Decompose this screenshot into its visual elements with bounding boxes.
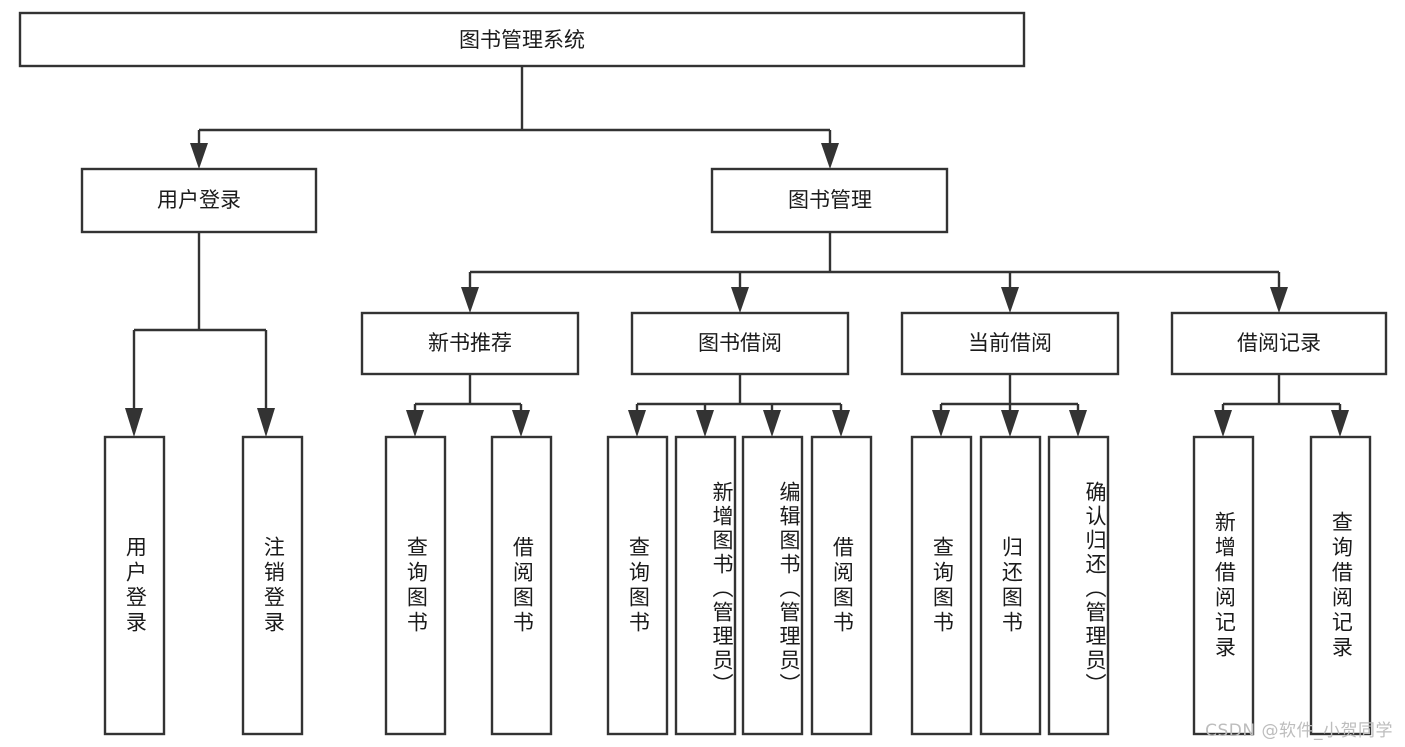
- node-leaf-confirm-return-box[interactable]: [1047, 435, 1110, 736]
- node-borrow-record-label: 借阅记录: [1237, 331, 1321, 355]
- arrow-leaf-query-book-3: [932, 410, 950, 437]
- node-leaf-user-logout-box[interactable]: [241, 435, 304, 736]
- node-new-book-recommend-label: 新书推荐: [428, 331, 512, 355]
- node-leaf-borrow-book-1[interactable]: 借阅图书: [490, 435, 553, 736]
- node-leaf-query-book-3[interactable]: 查询图书: [910, 435, 973, 736]
- node-leaf-user-login[interactable]: 用户登录: [103, 435, 166, 736]
- node-leaf-borrow-book-1-box[interactable]: [490, 435, 553, 736]
- arrow-leaf-user-logout: [257, 408, 275, 437]
- node-leaf-user-login-box[interactable]: [103, 435, 166, 736]
- node-current-borrow-label: 当前借阅: [968, 331, 1052, 355]
- node-leaf-query-book-1[interactable]: 查询图书: [384, 435, 447, 736]
- node-leaf-edit-book-label: 编辑图书（管理员）: [777, 480, 801, 697]
- node-leaf-query-book-3-label: 查询图书: [930, 535, 955, 636]
- node-leaf-add-book[interactable]: 新增图书（管理员）: [674, 435, 737, 736]
- node-leaf-return-book-label: 归还图书: [999, 535, 1024, 636]
- arrow-book-borrow: [731, 287, 749, 313]
- node-leaf-borrow-book-1-label: 借阅图书: [510, 535, 535, 636]
- node-borrow-record[interactable]: 借阅记录: [1170, 311, 1388, 376]
- arrow-borrow-record: [1270, 287, 1288, 313]
- node-book-management-label: 图书管理: [788, 188, 872, 212]
- arrow-leaf-query-book-2: [628, 410, 646, 437]
- node-root-label: 图书管理系统: [459, 28, 585, 52]
- node-leaf-query-book-2[interactable]: 查询图书: [606, 435, 669, 736]
- arrow-user-login: [190, 143, 208, 169]
- node-book-borrow-label: 图书借阅: [698, 331, 782, 355]
- node-leaf-add-book-box[interactable]: [674, 435, 737, 736]
- node-book-management-box[interactable]: [710, 167, 949, 234]
- node-root-box[interactable]: [18, 11, 1026, 68]
- node-book-management[interactable]: 图书管理: [710, 167, 949, 234]
- node-book-borrow[interactable]: 图书借阅: [630, 311, 850, 376]
- arrow-leaf-edit-book: [763, 410, 781, 437]
- node-leaf-query-borrow-record-label: 查询借阅记录: [1329, 510, 1354, 661]
- node-user-login-box[interactable]: [80, 167, 318, 234]
- arrow-leaf-query-book-1: [406, 410, 424, 437]
- node-leaf-query-book-1-box[interactable]: [384, 435, 447, 736]
- arrow-leaf-user-login: [125, 408, 143, 437]
- node-leaf-add-borrow-record-label: 新增借阅记录: [1212, 510, 1237, 661]
- node-book-borrow-box[interactable]: [630, 311, 850, 376]
- arrow-current-borrow: [1001, 287, 1019, 313]
- node-leaf-add-book-label: 新增图书（管理员）: [710, 480, 734, 697]
- node-leaf-return-book[interactable]: 归还图书: [979, 435, 1042, 736]
- node-user-login-label: 用户登录: [157, 188, 241, 212]
- node-leaf-query-book-1-label: 查询图书: [404, 535, 429, 636]
- node-leaf-borrow-book-2-label: 借阅图书: [830, 535, 855, 636]
- node-leaf-edit-book[interactable]: 编辑图书（管理员）: [741, 435, 804, 736]
- node-new-book-recommend-box[interactable]: [360, 311, 580, 376]
- node-leaf-user-logout-label: 注销登录: [261, 535, 286, 636]
- arrow-leaf-confirm-return: [1069, 410, 1087, 437]
- node-leaf-user-logout[interactable]: 注销登录: [241, 435, 304, 736]
- node-leaf-query-borrow-record-box[interactable]: [1309, 435, 1372, 736]
- node-leaf-add-borrow-record[interactable]: 新增借阅记录: [1192, 435, 1255, 736]
- arrow-leaf-borrow-book-2: [832, 410, 850, 437]
- node-leaf-query-borrow-record[interactable]: 查询借阅记录: [1309, 435, 1372, 736]
- node-leaf-add-borrow-record-box[interactable]: [1192, 435, 1255, 736]
- arrow-leaf-add-book: [696, 410, 714, 437]
- node-borrow-record-box[interactable]: [1170, 311, 1388, 376]
- node-current-borrow-box[interactable]: [900, 311, 1120, 376]
- node-leaf-return-book-box[interactable]: [979, 435, 1042, 736]
- arrow-book-management: [821, 143, 839, 169]
- node-current-borrow[interactable]: 当前借阅: [900, 311, 1120, 376]
- edge-layer: [125, 66, 1349, 437]
- arrow-leaf-borrow-book-1: [512, 410, 530, 437]
- node-root[interactable]: 图书管理系统: [18, 11, 1026, 68]
- node-leaf-edit-book-box[interactable]: [741, 435, 804, 736]
- node-leaf-query-book-2-label: 查询图书: [626, 535, 651, 636]
- node-user-login[interactable]: 用户登录: [80, 167, 318, 234]
- node-leaf-borrow-book-2[interactable]: 借阅图书: [810, 435, 873, 736]
- node-leaf-confirm-return-label: 确认归还（管理员）: [1083, 480, 1107, 697]
- arrow-leaf-add-borrow-record: [1214, 410, 1232, 437]
- node-leaf-borrow-book-2-box[interactable]: [810, 435, 873, 736]
- arrow-new-book-recommend: [461, 287, 479, 313]
- node-leaf-user-login-label: 用户登录: [123, 535, 148, 636]
- node-leaf-query-book-3-box[interactable]: [910, 435, 973, 736]
- node-leaf-confirm-return[interactable]: 确认归还（管理员）: [1047, 435, 1110, 736]
- arrow-leaf-query-borrow-record: [1331, 410, 1349, 437]
- node-new-book-recommend[interactable]: 新书推荐: [360, 311, 580, 376]
- node-leaf-query-book-2-box[interactable]: [606, 435, 669, 736]
- arrow-leaf-return-book: [1001, 410, 1019, 437]
